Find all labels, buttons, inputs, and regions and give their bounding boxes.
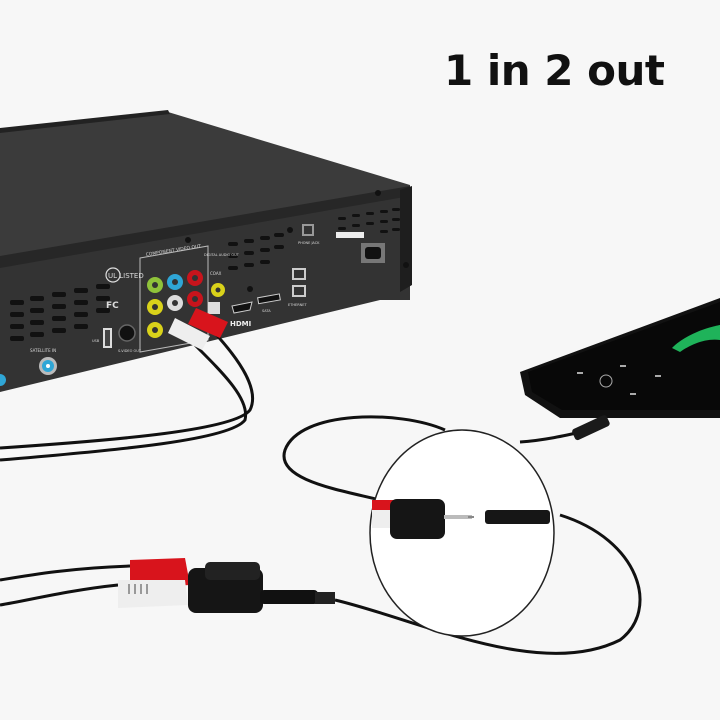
smartphone	[520, 298, 720, 441]
svg-text:S-VIDEO OUT: S-VIDEO OUT	[118, 349, 142, 353]
svg-text:PHONE JACK: PHONE JACK	[298, 241, 320, 245]
rca-to-aux-adapter	[118, 558, 335, 613]
optical-port	[208, 302, 220, 314]
phone-jack: PHONE JACK	[298, 224, 320, 245]
s-video-port: S-VIDEO OUT	[118, 324, 142, 353]
zoom-inset	[369, 429, 555, 637]
svg-text:DIGITAL AUDIO OUT: DIGITAL AUDIO OUT	[204, 253, 240, 257]
svg-text:HDMI: HDMI	[230, 320, 251, 328]
svg-text:SATELLITE IN: SATELLITE IN	[30, 348, 56, 353]
left-port	[0, 374, 6, 386]
svg-text:COAX: COAX	[210, 271, 222, 276]
rca-cables	[0, 328, 255, 607]
coax-port: COAX DIGITAL AUDIO OUT	[204, 253, 240, 297]
screen-green-graphic	[672, 325, 720, 352]
certification-marks: UL LISTED FC	[105, 267, 144, 311]
svg-text:SATA: SATA	[262, 309, 271, 313]
svg-text:UL LISTED: UL LISTED	[108, 272, 144, 280]
power-socket	[336, 232, 385, 263]
headline: 1 in 2 out	[444, 46, 665, 95]
hdmi-port: HDMI	[230, 301, 253, 328]
svg-text:ETHERNET: ETHERNET	[288, 303, 307, 307]
usb-port: USB	[92, 328, 112, 348]
player-controls	[577, 365, 661, 395]
rca-plugs-in-device	[168, 308, 228, 350]
svg-text:FC: FC	[106, 301, 119, 311]
component-video-panel: COMPONENT VIDEO OUT	[139, 243, 209, 353]
screws	[185, 190, 409, 292]
vent-slots	[10, 208, 400, 341]
svg-text:USB: USB	[92, 339, 100, 343]
set-top-box: COMPONENT VIDEO OUT COAX DIGITAL AUDIO O…	[0, 110, 412, 392]
sata-port: SATA	[257, 293, 281, 313]
satellite-in-port: SATELLITE IN	[30, 348, 57, 375]
ethernet-ports: ETHERNET	[288, 268, 307, 307]
